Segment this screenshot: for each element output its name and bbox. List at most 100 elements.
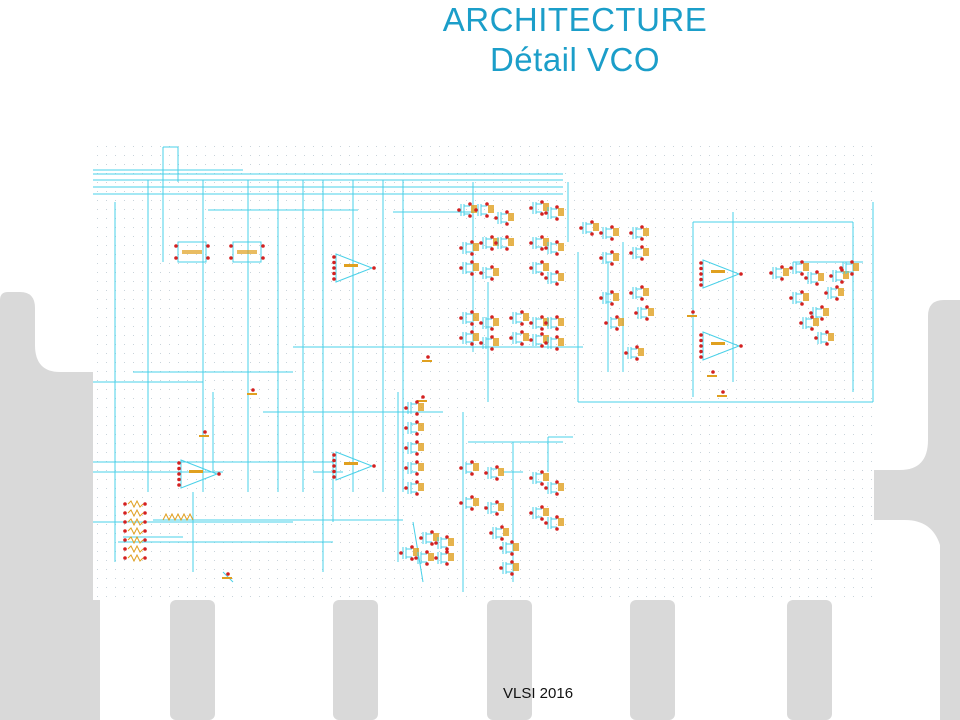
node-dot — [815, 282, 819, 286]
transistor-label-mark — [543, 473, 549, 481]
node-dot — [217, 472, 221, 476]
node-dot — [529, 338, 533, 342]
node-dot — [800, 260, 804, 264]
node-dot — [540, 482, 544, 486]
node-dot — [174, 256, 178, 260]
node-dot — [555, 335, 559, 339]
node-dot — [629, 291, 633, 295]
pin-label-mark — [687, 315, 697, 317]
transistor-symbol — [437, 537, 447, 549]
node-dot — [123, 511, 127, 515]
node-dot — [459, 336, 463, 340]
node-dot — [459, 266, 463, 270]
node-dot — [425, 550, 429, 554]
transistor-label-mark — [473, 498, 479, 506]
node-dot — [470, 507, 474, 511]
transistor-symbol — [462, 332, 472, 344]
transistor-label-mark — [643, 228, 649, 236]
transistor-label-mark — [473, 313, 479, 321]
node-dot — [484, 506, 488, 510]
node-dot — [177, 472, 181, 476]
transistor-symbol — [482, 267, 492, 279]
transistor-label-mark — [558, 318, 564, 326]
node-dot — [809, 311, 813, 315]
node-dot — [490, 235, 494, 239]
node-dot — [604, 321, 608, 325]
opamp-symbol — [335, 451, 374, 481]
node-dot — [509, 336, 513, 340]
transistor-label-mark — [558, 338, 564, 346]
transistor-label-mark — [508, 238, 514, 246]
node-dot — [544, 276, 548, 280]
node-dot — [445, 562, 449, 566]
node-dot — [645, 317, 649, 321]
node-dot — [123, 538, 127, 542]
transistor-label-mark — [498, 503, 504, 511]
transistor-symbol — [407, 422, 417, 434]
transistor-symbol — [547, 482, 557, 494]
transistor-symbol — [792, 262, 802, 274]
transistor-symbol — [532, 317, 542, 329]
node-dot — [555, 327, 559, 331]
node-dot — [555, 205, 559, 209]
resistor-symbol — [127, 499, 144, 509]
transistor-symbol — [547, 517, 557, 529]
node-dot — [505, 247, 509, 251]
node-dot — [615, 327, 619, 331]
node-dot — [769, 271, 773, 275]
node-dot — [484, 471, 488, 475]
title-line-1: ARCHITECTURE — [442, 1, 708, 38]
node-dot — [624, 351, 628, 355]
node-dot — [555, 315, 559, 319]
node-dot — [540, 235, 544, 239]
node-dot — [206, 244, 210, 248]
node-dot — [510, 560, 514, 564]
transistor-label-mark — [558, 243, 564, 251]
transistor-label-mark — [558, 273, 564, 281]
node-dot — [415, 460, 419, 464]
node-dot — [490, 347, 494, 351]
node-dot — [468, 202, 472, 206]
node-dot — [579, 226, 583, 230]
node-dot — [721, 390, 725, 394]
transistor-label-mark — [648, 308, 654, 316]
node-dot — [800, 272, 804, 276]
transistor-symbol — [487, 502, 497, 514]
node-dot — [555, 480, 559, 484]
logic-block — [232, 241, 262, 263]
transistor-label-mark — [638, 348, 644, 356]
node-dot — [415, 420, 419, 424]
transistor-symbol — [482, 237, 492, 249]
node-dot — [739, 344, 743, 348]
node-dot — [332, 453, 336, 457]
node-dot — [177, 466, 181, 471]
transistor-symbol — [437, 552, 447, 564]
node-dot — [177, 477, 181, 482]
node-dot — [372, 266, 376, 270]
node-dot — [800, 290, 804, 294]
node-dot — [520, 342, 524, 346]
node-dot — [509, 316, 513, 320]
transistor-label-mark — [783, 268, 789, 276]
transistor-label-mark — [558, 208, 564, 216]
transistor-label-mark — [448, 538, 454, 546]
node-dot — [699, 261, 703, 265]
node-dot — [555, 270, 559, 274]
transistor-symbol — [462, 242, 472, 254]
transistor-label-mark — [418, 443, 424, 451]
node-dot — [590, 232, 594, 236]
node-dot — [540, 247, 544, 251]
node-dot — [229, 244, 233, 248]
node-dot — [699, 338, 703, 343]
transistor-symbol — [492, 527, 502, 539]
node-dot — [540, 212, 544, 216]
transistor-label-mark — [643, 288, 649, 296]
transistor-symbol — [487, 467, 497, 479]
node-dot — [332, 475, 336, 479]
node-dot — [470, 260, 474, 264]
node-dot — [505, 222, 509, 226]
node-dot — [434, 541, 438, 545]
transistor-label-mark — [543, 508, 549, 516]
node-dot — [699, 344, 703, 348]
node-dot — [430, 530, 434, 534]
